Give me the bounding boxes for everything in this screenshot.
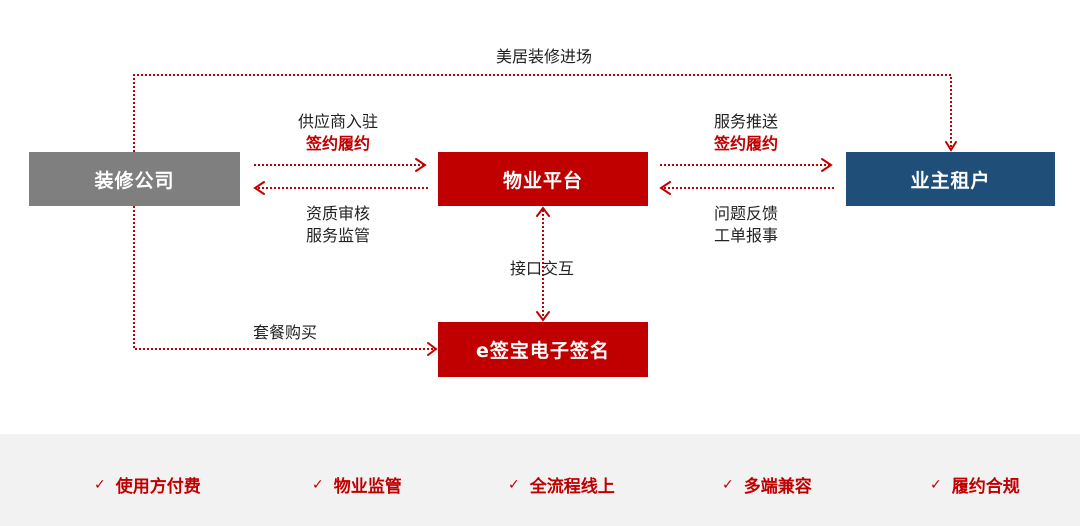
arrow-right-icon <box>821 158 833 172</box>
edge-label-line2: 工单报事 <box>713 226 778 245</box>
feature-label: 使用方付费 <box>115 477 201 497</box>
edge-label-line1: 问题反馈 <box>713 204 778 223</box>
arrow-left-icon <box>253 181 265 195</box>
check-icon: ✓ <box>508 476 520 493</box>
arrow-down-icon <box>945 141 957 152</box>
feature-item: ✓ 履约合规 <box>930 472 1020 498</box>
check-icon: ✓ <box>312 476 324 493</box>
arrow-down-icon <box>536 311 550 322</box>
check-icon: ✓ <box>722 476 734 493</box>
arrow-up-icon <box>536 206 550 217</box>
feature-label: 履约合规 <box>951 477 1020 497</box>
edge-label-line2-emphasis: 签约履约 <box>713 134 778 153</box>
feature-bar: ✓ 使用方付费 ✓ 物业监管 ✓ 全流程线上 ✓ 多端兼容 ✓ 履约合规 <box>0 434 1080 526</box>
connector-lines <box>133 74 957 356</box>
node-label: 物业平台 <box>502 169 583 192</box>
edge-label-company-to-platform: 供应商入驻 签约履约 <box>278 111 398 155</box>
edge-label-line1: 资质审核 <box>305 204 370 223</box>
edge-label-platform-to-owner: 服务推送 签约履约 <box>686 111 806 155</box>
node-label: 装修公司 <box>94 169 175 192</box>
feature-item: ✓ 全流程线上 <box>508 472 615 498</box>
edge-label-text: 套餐购买 <box>252 323 317 342</box>
node-label: 业主租户 <box>910 169 991 192</box>
edge-label-text: 美居装修进场 <box>495 47 592 66</box>
arrow-left-icon <box>659 181 671 195</box>
edge-label-platform-to-company: 资质审核 服务监管 <box>278 203 398 247</box>
feature-label: 物业监管 <box>333 477 402 497</box>
edge-label-line2-emphasis: 签约履约 <box>305 134 370 153</box>
top-entry-connector <box>133 74 952 152</box>
edge-label-line1: 服务推送 <box>713 112 778 131</box>
edge-label-platform-esign: 接口交互 <box>492 258 592 280</box>
feature-label: 多端兼容 <box>743 477 812 497</box>
feature-item: ✓ 使用方付费 <box>94 472 201 498</box>
edge-label-line1: 供应商入驻 <box>297 112 378 131</box>
arrow-right-icon <box>427 342 438 356</box>
edge-label-company-to-esign: 套餐购买 <box>225 322 345 344</box>
feature-label: 全流程线上 <box>529 477 615 497</box>
node-owner-tenant: 业主租户 <box>846 152 1055 206</box>
node-esign: e签宝电子签名 <box>438 322 648 377</box>
arrow-right-icon <box>415 158 427 172</box>
edge-label-owner-to-platform: 问题反馈 工单报事 <box>686 203 806 247</box>
edge-label-top: 美居装修进场 <box>484 46 604 68</box>
node-label: e签宝电子签名 <box>476 340 610 362</box>
check-icon: ✓ <box>94 476 106 493</box>
feature-item: ✓ 多端兼容 <box>722 472 812 498</box>
check-icon: ✓ <box>930 476 942 493</box>
edge-label-line2: 服务监管 <box>305 226 370 245</box>
feature-item: ✓ 物业监管 <box>312 472 402 498</box>
node-decoration-company: 装修公司 <box>29 152 240 206</box>
node-property-platform: 物业平台 <box>438 152 648 206</box>
edge-label-text: 接口交互 <box>509 259 574 278</box>
